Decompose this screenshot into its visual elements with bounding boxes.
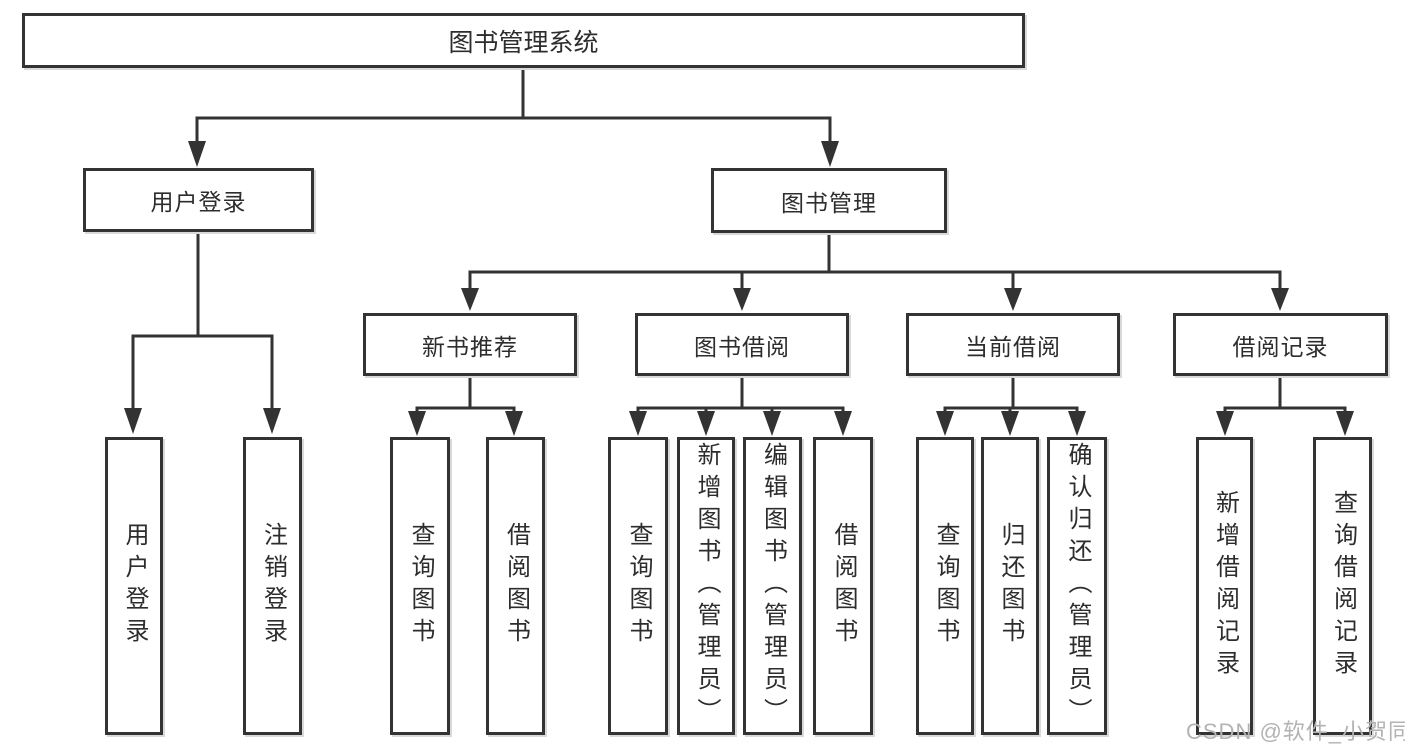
leaf-add-borrow-record: 新增借阅记录 bbox=[1196, 437, 1253, 735]
leaf-confirm-return-admin: 确认归还（管理员） bbox=[1047, 437, 1107, 735]
connectors-book-mgmt-to-level3 bbox=[461, 231, 1289, 311]
leaf-borrow-books: 借阅图书 bbox=[813, 437, 873, 735]
leaf-add-books-admin: 新增图书（管理员） bbox=[677, 437, 735, 735]
connectors-current-borrow-to-leaves bbox=[936, 374, 1086, 436]
node-user-login: 用户登录 bbox=[83, 168, 314, 232]
node-borrowing-records: 借阅记录 bbox=[1173, 313, 1388, 376]
leaf-newbook-borrow-books: 借阅图书 bbox=[486, 437, 545, 735]
connectors-root-to-level2 bbox=[188, 66, 839, 167]
connectors-book-borrow-to-leaves bbox=[629, 374, 852, 436]
node-new-book-recommend: 新书推荐 bbox=[363, 313, 577, 376]
node-book-borrowing: 图书借阅 bbox=[635, 313, 849, 376]
leaf-newbook-query-books: 查询图书 bbox=[390, 437, 450, 735]
leaf-logout: 注销登录 bbox=[243, 437, 302, 735]
csdn-watermark: CSDN @软件_小贺同学 bbox=[1186, 719, 1405, 744]
leaf-current-query-books: 查询图书 bbox=[916, 437, 974, 735]
node-book-management: 图书管理 bbox=[711, 168, 947, 233]
leaf-query-borrow-record: 查询借阅记录 bbox=[1313, 437, 1372, 735]
node-root: 图书管理系统 bbox=[22, 13, 1025, 68]
leaf-edit-books-admin: 编辑图书（管理员） bbox=[743, 437, 802, 735]
node-current-borrowing: 当前借阅 bbox=[906, 313, 1120, 376]
leaf-user-login: 用户登录 bbox=[105, 437, 163, 735]
connectors-user-login-to-leaves bbox=[124, 230, 281, 434]
leaf-return-books: 归还图书 bbox=[981, 437, 1039, 735]
leaf-borrowing-query-books: 查询图书 bbox=[608, 437, 668, 735]
connectors-new-book-rec-to-leaves bbox=[408, 374, 523, 436]
connectors-borrow-records-to-leaves bbox=[1216, 374, 1354, 436]
